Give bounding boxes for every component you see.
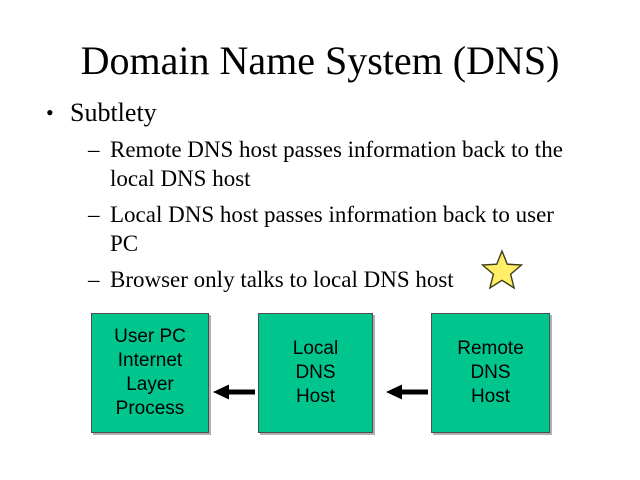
slide-body: • Subtlety – Remote DNS host passes info…	[0, 98, 640, 294]
node-line: Remote	[457, 338, 524, 359]
bullet-level2-label: Remote DNS host passes information back …	[110, 137, 563, 191]
diagram-node-remote-dns-host[interactable]: Remote DNS Host	[431, 313, 550, 433]
bullet-level2-label: Local DNS host passes information back t…	[110, 202, 554, 256]
bullet-level1-subtlety: • Subtlety	[0, 98, 640, 128]
bullet-marker-icon: •	[46, 100, 54, 125]
node-line: Host	[295, 386, 336, 407]
dash-marker-icon: –	[88, 267, 100, 292]
diagram-node-local-dns-host[interactable]: Local DNS Host	[258, 313, 373, 433]
node-line: Host	[470, 386, 511, 407]
bullet-level2-item: – Remote DNS host passes information bac…	[0, 135, 640, 193]
node-line: Internet	[117, 350, 183, 371]
bullet-level1-label: Subtlety	[70, 98, 157, 127]
dash-marker-icon: –	[88, 137, 100, 162]
bullet-level2-item: – Local DNS host passes information back…	[0, 200, 640, 258]
bullet-level2-item: – Browser only talks to local DNS host	[0, 265, 640, 294]
diagram-node-user-pc[interactable]: User PC Internet Layer Process	[91, 313, 209, 433]
node-line: DNS	[470, 362, 511, 383]
page-title: Domain Name System (DNS)	[80, 38, 560, 83]
star-icon	[480, 249, 524, 291]
arrow-left-icon	[213, 383, 255, 401]
node-line: Local	[292, 338, 339, 359]
node-line: Layer	[126, 374, 174, 395]
arrow-left-icon	[386, 383, 428, 401]
node-line: DNS	[295, 362, 336, 383]
dash-marker-icon: –	[88, 202, 100, 227]
bullet-level2-label: Browser only talks to local DNS host	[110, 267, 454, 292]
node-line: Process	[115, 398, 185, 419]
node-line: User PC	[114, 326, 186, 347]
